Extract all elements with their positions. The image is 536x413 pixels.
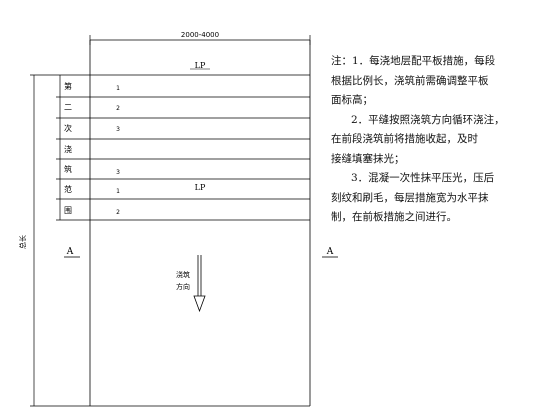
note-line: 根据比例长，浇筑前需确调整平板: [331, 74, 489, 87]
pour-range-char: 浇: [64, 144, 72, 154]
pour-range-char: 次: [64, 123, 72, 133]
pour-direction-arrow: [193, 255, 206, 313]
top-mark: LP: [195, 61, 206, 70]
lower-mark: LP: [195, 183, 206, 192]
strip-dividers: [90, 74, 310, 221]
note-line: 制，在前板措施之间进行。: [331, 211, 457, 223]
construction-notes: 注：1．每浇地层配平板措施，每段 根据比例长，浇筑前需确调整平板 面标高； 2．…: [331, 52, 527, 228]
note-line: 3．混凝一次性抹平压光，压后: [351, 172, 495, 184]
pour-range-char: 第: [64, 81, 72, 91]
note-line: 在前段浇筑前将措施收起，及时: [331, 133, 478, 145]
total-length-dimension: [30, 74, 90, 407]
pour-range-bracket: [56, 74, 90, 221]
pour-range-char: 二: [64, 103, 72, 112]
segment-number: 2: [116, 105, 120, 112]
slab-outline: [89, 40, 311, 407]
pour-range-char: 围: [64, 206, 72, 215]
section-marker-left: A: [66, 247, 74, 257]
note-line: 刻纹和刷毛，每层措施宽为水平抹: [331, 191, 489, 204]
note-line: 2．平缝按照浇筑方向循环浇注，: [351, 113, 505, 126]
segment-number: 2: [116, 209, 120, 216]
segment-number: 1: [116, 188, 120, 195]
note-line: 面标高；: [331, 94, 373, 106]
section-marker-right: A: [326, 247, 334, 257]
segment-number: 1: [116, 85, 120, 92]
segment-number: 3: [116, 126, 120, 133]
pour-range-char: 范: [64, 184, 72, 194]
pour-range-char: 筑: [64, 164, 72, 174]
pour-direction-label-1: 浇筑: [176, 270, 190, 279]
total-length-label: 总长: [18, 235, 27, 249]
pour-direction-label-2: 方向: [176, 282, 190, 291]
width-dimension-label: 2000-4000: [181, 31, 219, 39]
note-line: 接缝填塞抹光；: [331, 152, 405, 165]
note-line: 注：1．每浇地层配平板措施，每段: [331, 55, 496, 67]
segment-number: 3: [116, 169, 120, 176]
